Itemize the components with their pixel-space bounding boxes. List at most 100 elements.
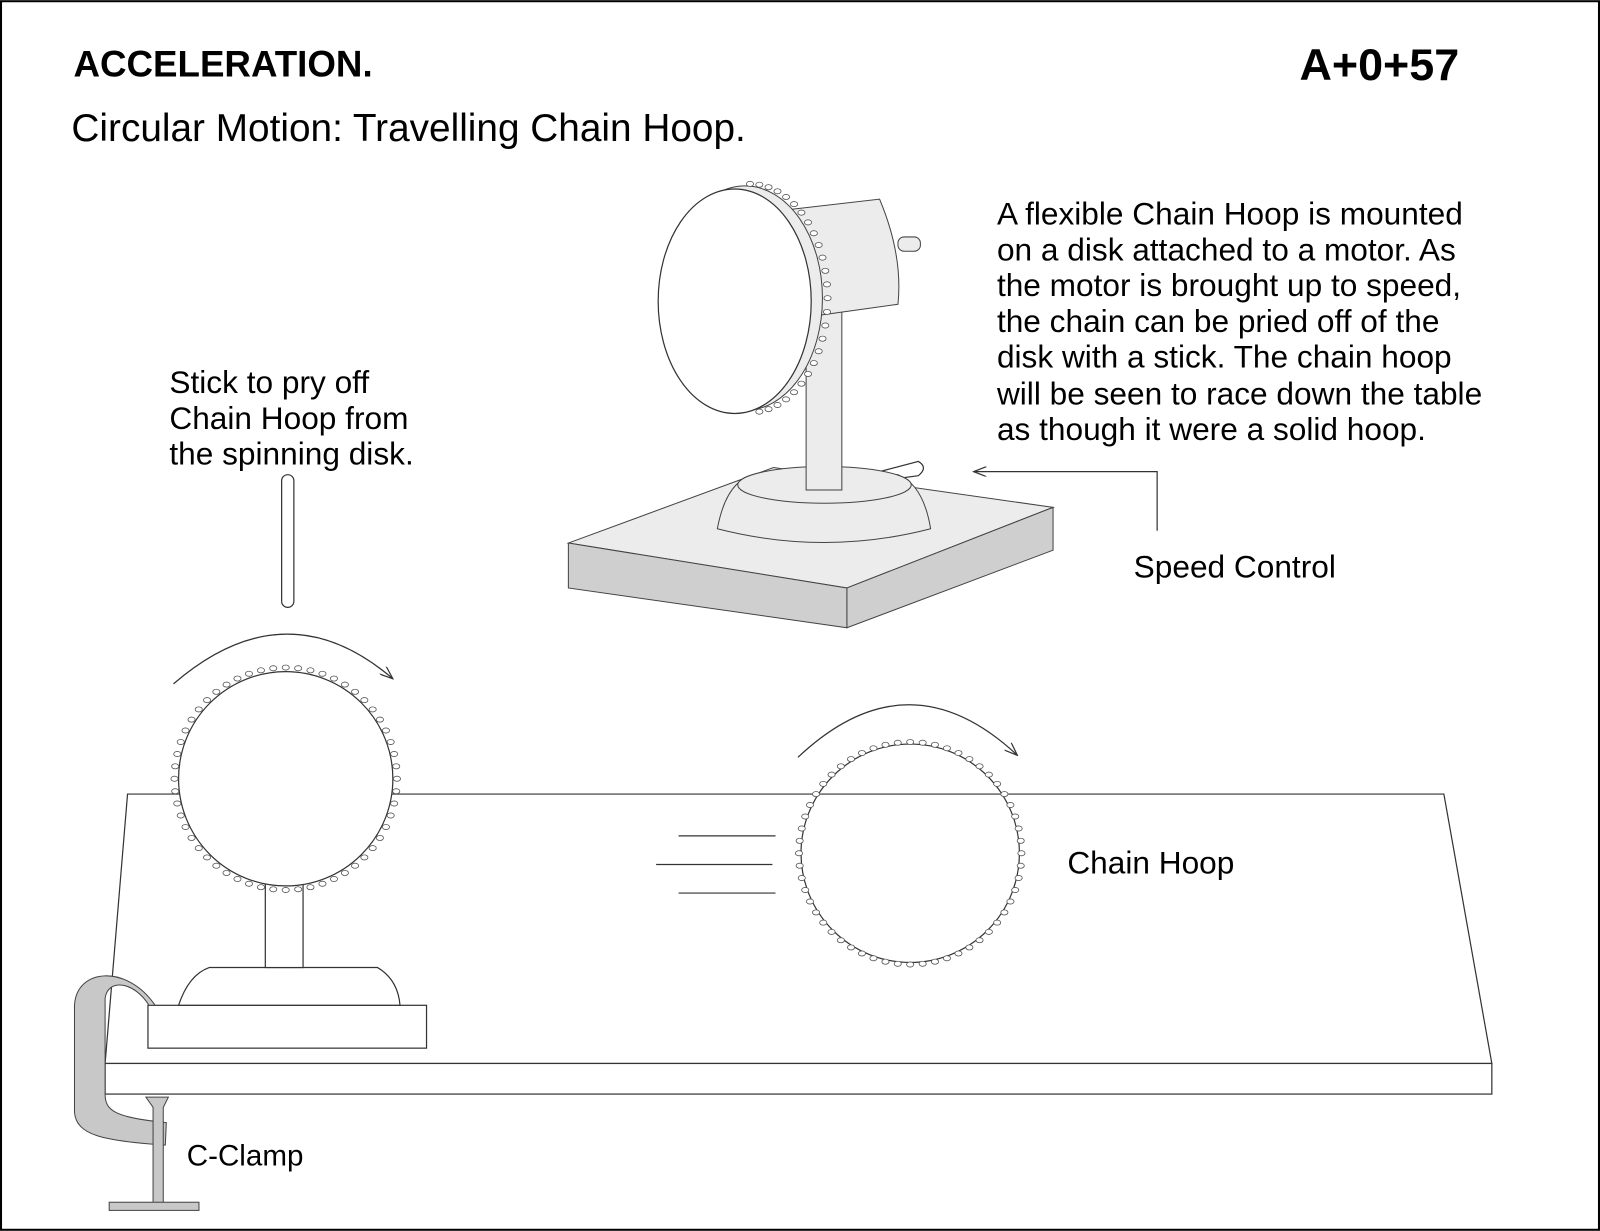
speed-control-arrow: [973, 472, 1158, 531]
chain-link: [823, 295, 832, 302]
c-clamp: [73, 975, 200, 1211]
chain-link: [386, 812, 395, 819]
chain-link: [814, 242, 823, 249]
chain-link: [755, 181, 764, 188]
chain-link: [806, 898, 814, 905]
chain-link: [392, 788, 401, 795]
chain-link: [930, 958, 939, 965]
chain-link: [795, 850, 803, 857]
chain-link: [746, 180, 754, 187]
chain-link: [171, 788, 180, 795]
chain-link: [340, 681, 349, 688]
chain-link: [1000, 909, 1009, 916]
chain-link: [294, 665, 303, 672]
chain-link: [222, 681, 231, 688]
chain-link: [812, 909, 821, 916]
chain-link: [975, 937, 984, 944]
chain-link: [233, 876, 242, 882]
chain-link: [222, 869, 231, 876]
chain-link: [804, 370, 813, 377]
chain-link: [306, 667, 315, 674]
chain-link: [755, 408, 764, 415]
chain-link: [984, 771, 993, 778]
chain-link: [368, 706, 377, 713]
chain-link: [847, 944, 856, 951]
motor-apparatus: [566, 180, 1056, 629]
chain-link: [381, 727, 390, 734]
chain-link: [244, 670, 253, 677]
stick-label: Stick to pry off Chain Hoop from the spi…: [169, 364, 413, 471]
description: A flexible Chain Hoop is mounted on a di…: [996, 196, 1482, 447]
chain-link: [819, 780, 828, 787]
chain-link: [797, 380, 806, 387]
chain-link: [954, 750, 963, 757]
chain-link: [773, 188, 782, 195]
chain-hoop-on-disk: [170, 664, 401, 893]
chain-link: [1011, 813, 1020, 820]
spinning-disk: [177, 671, 394, 887]
chain-link: [795, 837, 804, 844]
chain-link: [827, 771, 836, 778]
chain-link: [351, 862, 360, 869]
chain-link: [1014, 825, 1023, 832]
chain-link: [804, 219, 813, 226]
chain-link: [827, 928, 836, 935]
chain-link: [181, 727, 190, 734]
chain-link: [847, 756, 856, 763]
chain-link: [329, 876, 338, 882]
chain-link: [806, 802, 814, 808]
chain-link: [812, 791, 821, 798]
chain-link: [256, 884, 265, 891]
chain-link: [984, 928, 993, 935]
chain-link: [764, 184, 773, 191]
chain-hoop-label: Chain Hoop: [1067, 845, 1234, 881]
chain-link: [306, 884, 315, 891]
chain-link: [187, 834, 196, 841]
description-line: A flexible Chain Hoop is mounted: [997, 196, 1463, 232]
chain-link: [1017, 850, 1026, 857]
chain-link: [993, 780, 1002, 787]
chain-link: [790, 201, 799, 208]
chain-link: [360, 697, 369, 704]
chain-link: [930, 741, 939, 748]
chain-link: [181, 824, 190, 830]
stick-label-line: the spinning disk.: [169, 435, 413, 471]
description-line: disk with a stick. The chain hoop: [997, 339, 1452, 375]
chain-link: [795, 862, 804, 869]
stick-label-line: Chain Hoop from: [169, 400, 408, 436]
chain-link: [360, 854, 369, 861]
subtitle: Circular Motion: Travelling Chain Hoop.: [71, 107, 745, 150]
chain-link: [814, 348, 823, 355]
travelling-chain-hoop: [656, 704, 1026, 968]
chain-link: [1011, 887, 1020, 893]
chain-link: [269, 886, 278, 893]
chain-link: [1014, 875, 1023, 881]
chain-link: [329, 675, 338, 682]
chain-link: [773, 402, 782, 408]
title: ACCELERATION.: [73, 44, 372, 85]
chain-on-disk: [746, 180, 832, 415]
rotation-arrow: [173, 633, 392, 685]
chain-link: [797, 875, 806, 881]
c-clamp-label: C-Clamp: [187, 1140, 304, 1173]
chain-link: [821, 322, 830, 329]
chain-link: [1000, 791, 1009, 798]
chain-link: [212, 688, 221, 695]
chain-link: [390, 751, 399, 757]
chain-link: [801, 887, 810, 893]
chain-link: [823, 281, 831, 288]
chain-link: [823, 308, 831, 315]
chain-link: [836, 937, 845, 944]
demo-code: A+0+57: [1299, 39, 1459, 90]
chain-link: [965, 756, 974, 763]
chain-link: [212, 862, 221, 869]
rotation-arrow: [797, 704, 1017, 758]
chain-link: [1016, 862, 1025, 869]
chain-link: [281, 887, 290, 893]
chain-link: [318, 670, 327, 677]
chain-link: [906, 739, 915, 745]
chain-link: [1006, 802, 1015, 808]
chain-link: [869, 955, 878, 962]
chain-link: [819, 919, 828, 926]
